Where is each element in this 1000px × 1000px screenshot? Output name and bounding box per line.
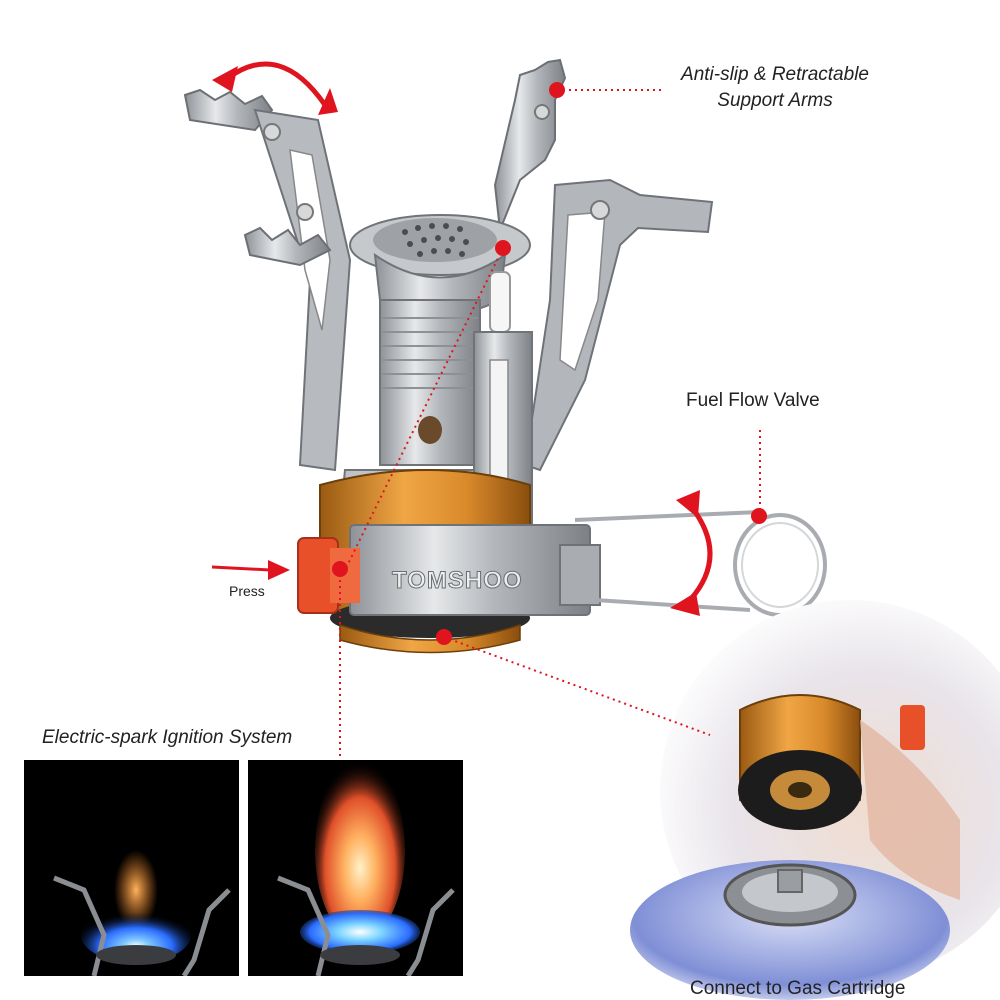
high-flame-image <box>248 760 463 976</box>
cartridge-inset-photo <box>630 600 1000 1000</box>
support-arm-left-lower <box>243 203 332 267</box>
fuel-valve-label: Fuel Flow Valve <box>686 390 820 411</box>
press-label: Press <box>229 583 265 599</box>
press-arrow-icon <box>268 560 290 580</box>
support-arms-label: Anti-slip & Retractable Support Arms <box>640 62 910 114</box>
support-arm-back <box>493 58 567 231</box>
ignition-label: Electric-spark Ignition System <box>42 727 293 748</box>
callout-dot-icon <box>751 508 767 524</box>
flame-photo-high <box>248 760 463 976</box>
fuel-valve-handle <box>574 510 827 617</box>
leader-cartridge <box>443 636 711 736</box>
rotate-arrow-icon <box>318 88 338 115</box>
support-arms-label-line-2: Support Arms <box>717 90 833 111</box>
brand-logo: TOMSHOO <box>392 567 523 594</box>
support-arm-left <box>183 88 352 472</box>
rotate-arrow-icon <box>688 503 713 602</box>
valve-body <box>349 524 601 616</box>
low-flame-image <box>24 760 239 976</box>
rotate-arrow-icon <box>226 61 328 107</box>
rotate-arrow-icon <box>212 66 238 92</box>
rotate-arrow-icon <box>670 592 700 616</box>
rotate-arrow-icon <box>676 490 700 518</box>
support-arm-right <box>523 178 714 472</box>
press-arrow-icon <box>211 565 271 572</box>
callout-dot-icon <box>436 629 452 645</box>
burner-head <box>349 214 531 316</box>
flame-photo-low <box>24 760 239 976</box>
support-arms-label-line-1: Anti-slip & Retractable <box>681 64 869 85</box>
callout-dot-icon <box>549 82 565 98</box>
callout-dot-icon <box>332 561 348 577</box>
ignition-button <box>297 537 360 614</box>
cartridge-label: Connect to Gas Cartridge <box>690 978 906 999</box>
callout-dot-icon <box>495 240 511 256</box>
